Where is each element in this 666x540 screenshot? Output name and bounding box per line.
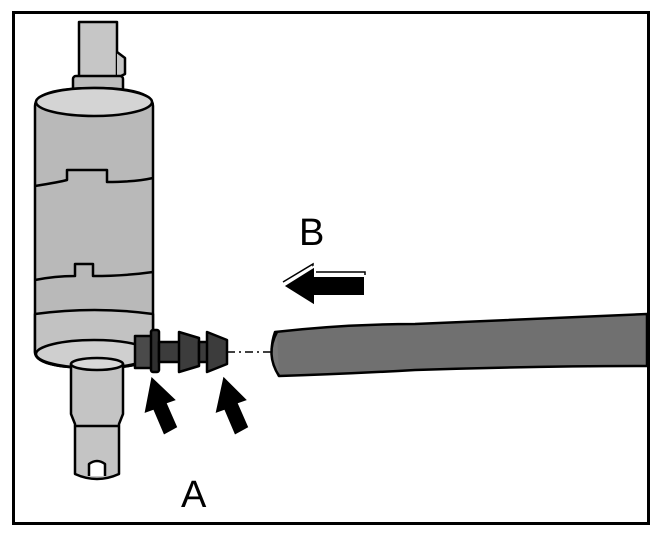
pump-outlet-notch: [87, 459, 107, 476]
pump-lower-seam: [34, 262, 154, 282]
direction-arrow-icon: [281, 262, 366, 308]
pump-top-clip: [116, 51, 127, 80]
washer-pump: [33, 20, 155, 481]
pump-bottom-outlet: [69, 362, 125, 481]
illustration-frame: A B: [12, 11, 650, 525]
hose-end-face: [270, 331, 281, 377]
pump-upper-seam: [34, 168, 154, 188]
callout-label-a: A: [181, 474, 207, 516]
push-arrow-icon-right: [212, 372, 251, 438]
washer-hose: [270, 312, 647, 378]
callout-label-b: B: [299, 212, 325, 254]
pump-outlet-connector: [133, 328, 229, 374]
push-arrow-icon-left: [141, 373, 180, 438]
pump-top-cap: [34, 86, 154, 118]
direction-arrow-body: [281, 264, 366, 308]
hose-body: [270, 312, 647, 378]
push-arrow-icon: [141, 372, 251, 438]
connector-barb-2: [205, 330, 229, 374]
pump-bottom-outlet-cap: [69, 356, 125, 372]
connector-barb-1: [177, 330, 201, 374]
pump-hose-diagram: [33, 20, 647, 481]
connector-stem: [157, 340, 183, 364]
